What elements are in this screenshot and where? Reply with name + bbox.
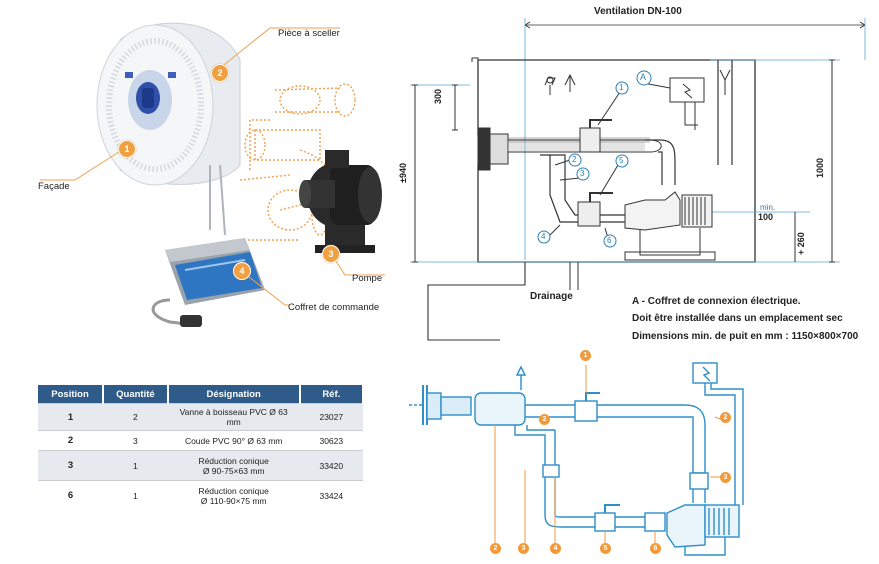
schematic-tag-1: 1	[580, 350, 591, 361]
header-position: Position	[38, 385, 105, 404]
ventilation-label: Ventilation DN-100	[594, 6, 682, 17]
table-row: 2 3 Coude PVC 90° Ø 63 mm 30623	[38, 430, 363, 451]
header-designation: Désignation	[167, 385, 301, 404]
cell-ref: 23027	[299, 403, 363, 431]
cell-quantite: 2	[103, 403, 168, 431]
facade-unit	[96, 22, 241, 236]
dim-100: 100	[758, 212, 774, 222]
cell-quantite: 1	[103, 450, 168, 481]
note-line-3: Dimensions min. de puit en mm : 1150×800…	[632, 331, 859, 342]
dim-min: min.	[760, 203, 776, 212]
tech-callout-1: 1	[619, 83, 624, 92]
callout-2: 2	[211, 64, 229, 82]
tech-callout-4: 4	[541, 232, 546, 241]
callout-3: 3	[322, 245, 340, 263]
cell-quantite: 3	[103, 430, 168, 451]
cell-ref: 30623	[299, 430, 363, 451]
cell-ref: 33420	[299, 450, 363, 481]
cell-position: 1	[38, 403, 104, 431]
schematic-tag-2c: 2	[490, 543, 501, 554]
cell-designation: Coude PVC 90° Ø 63 mm	[167, 430, 300, 451]
callout-1: 1	[118, 140, 136, 158]
technical-drawing	[410, 18, 866, 341]
note-line-2: Doit être installée dans un emplacement …	[632, 313, 843, 324]
tech-callout-5: 5	[619, 156, 624, 165]
cell-quantite: 1	[103, 480, 168, 511]
schematic-tag-6: 6	[650, 543, 661, 554]
cell-designation: Vanne à boisseau PVC Ø 63 mm	[167, 403, 300, 431]
cell-position: 2	[38, 430, 104, 451]
designation-line: Ø 90-75×63 mm	[202, 465, 265, 476]
callout-4: 4	[233, 262, 251, 280]
designation-line: Réduction conique	[198, 455, 269, 466]
schematic-tag-2a: 2	[539, 414, 550, 425]
label-facade: Façade	[38, 181, 70, 192]
designation-line: Vanne à boisseau PVC Ø 63 mm	[179, 407, 288, 427]
tech-callout-3: 3	[580, 169, 585, 178]
label-coffret: Coffret de commande	[288, 302, 380, 313]
tech-callout-6: 6	[607, 236, 612, 245]
dim-1000: 1000	[815, 157, 825, 178]
header-quantite: Quantité	[103, 385, 169, 404]
product-illustration	[40, 22, 385, 327]
schematic-tag-2b: 2	[720, 412, 731, 423]
designation-line: Réduction conique	[198, 485, 269, 496]
parts-table: Position Quantité Désignation Réf. 1 2 V…	[38, 385, 365, 511]
schematic-tag-4: 4	[550, 543, 561, 554]
tech-callout-2: 2	[572, 155, 577, 164]
designation-line: Ø 110-90×75 mm	[200, 495, 267, 506]
designation-line: Coude PVC 90° Ø 63 mm	[184, 435, 283, 446]
control-box-unit	[151, 238, 265, 327]
note-line-1: A - Coffret de connexion électrique.	[632, 296, 801, 307]
tech-callout-a: A	[640, 72, 647, 82]
label-piece-a-sceller: Pièce à sceller	[278, 28, 340, 39]
cell-position: 6	[38, 480, 104, 511]
header-ref: Réf.	[299, 385, 365, 404]
table-header-row: Position Quantité Désignation Réf.	[38, 385, 365, 404]
label-pompe: Pompe	[352, 273, 383, 284]
schematic-tag-3a: 3	[720, 472, 731, 483]
table-row: 1 2 Vanne à boisseau PVC Ø 63 mm 23027	[38, 403, 363, 431]
dim-260: + 260	[796, 232, 806, 255]
dim-300: 300	[433, 88, 443, 104]
blue-schematic	[409, 362, 744, 556]
drainage-label: Drainage	[530, 291, 573, 302]
schematic-tag-3b: 3	[518, 543, 529, 554]
dim-940: ±940	[398, 163, 408, 183]
cell-ref: 33424	[299, 480, 363, 511]
schematic-tag-5: 5	[600, 543, 611, 554]
cell-position: 3	[38, 450, 104, 481]
pump-unit	[299, 150, 382, 253]
